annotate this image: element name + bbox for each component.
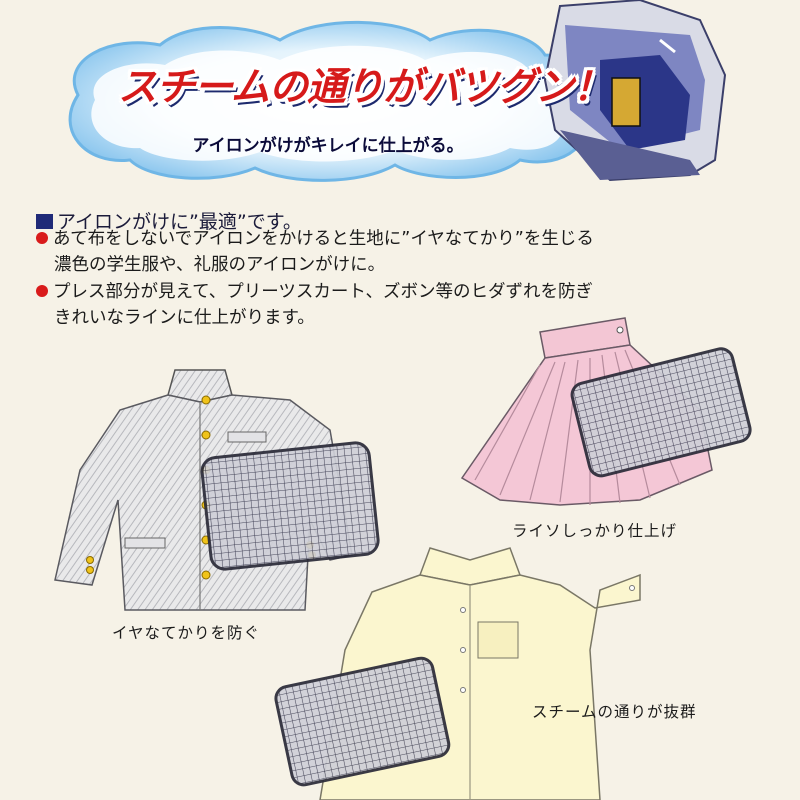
pressing-mesh-skirt: [570, 347, 752, 478]
bullet-text: あて布をしないでアイロンをかけると生地に”イヤなてかり”を生じる: [53, 229, 594, 249]
bullet-1-line-1: あて布をしないでアイロンをかけると生地に”イヤなてかり”を生じる: [36, 226, 594, 252]
cloud-banner: [68, 20, 591, 182]
subheadline: アイロンがけがキレイに仕上がる。: [192, 136, 464, 156]
headline: スチームの通りがバツグン！: [118, 65, 612, 110]
iron-illustration: [543, 0, 727, 182]
caption-shirt: スチームの通りが抜群: [532, 703, 697, 721]
bullet-2-line-2: きれいなラインに仕上がります。: [54, 308, 315, 328]
caption-jacket: イヤなてかりを防ぐ: [112, 624, 261, 642]
bullet-1-line-2: 濃色の学生服や、礼服のアイロンがけに。: [54, 255, 386, 275]
red-dot-icon: [36, 285, 48, 297]
pressing-mesh-shirt: [274, 656, 451, 787]
pressing-mesh-jacket: [200, 441, 380, 571]
red-dot-icon: [36, 232, 48, 244]
section-title: アイロンがけに”最適”です。: [36, 207, 302, 234]
section-title-text: アイロンがけに”最適”です。: [57, 211, 302, 233]
bullet-2-line-1: プレス部分が見えて、プリーツスカート、ズボン等のヒダずれを防ぎ: [36, 279, 593, 305]
square-bullet-icon: [36, 214, 53, 229]
caption-skirt: ライソしっかり仕上げ: [512, 522, 678, 540]
bullet-text: プレス部分が見えて、プリーツスカート、ズボン等のヒダずれを防ぎ: [53, 282, 594, 302]
